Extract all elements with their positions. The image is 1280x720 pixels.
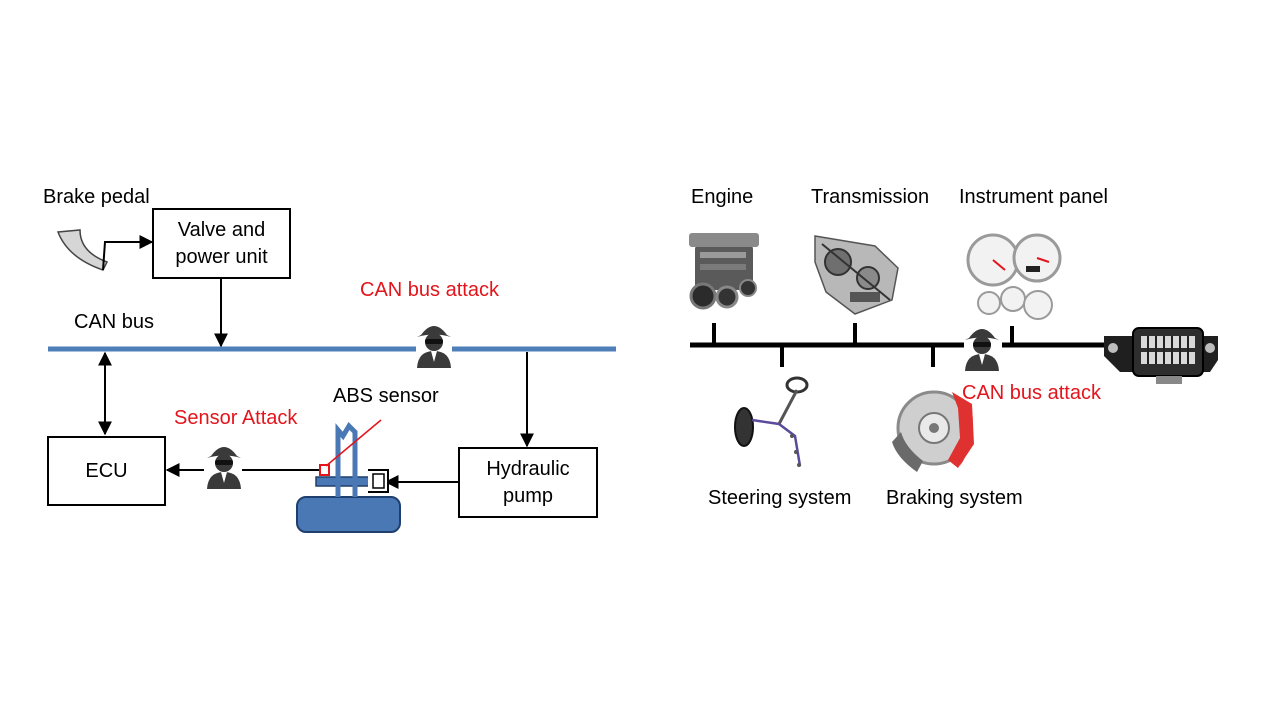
vehicle-bus: [690, 323, 1104, 367]
brake-pedal-icon: [56, 229, 154, 271]
can-bus-label: CAN bus: [74, 311, 155, 333]
steering-icon: [734, 376, 809, 467]
hydraulic-pump-line-1: Hydraulic: [486, 457, 570, 480]
abs-sensor-label: ABS sensor: [333, 385, 439, 407]
hydraulic-pump-line-2: pump: [502, 484, 553, 507]
can-bus-attack-label: CAN bus attack: [360, 279, 499, 301]
abs-sensor-assembly: [296, 419, 401, 533]
brake-pedal-label: Brake pedal: [43, 186, 150, 208]
steering-system-label: Steering system: [708, 487, 852, 509]
valve-unit-line-1: Valve and: [177, 218, 266, 241]
engine-icon: [689, 233, 759, 310]
instrument-panel-label: Instrument panel: [959, 186, 1108, 208]
brake-disc-icon: [892, 390, 974, 472]
ecu-label: ECU: [85, 459, 128, 482]
obd-connector-icon: [1104, 327, 1218, 384]
instrument-panel-icon: [966, 233, 1062, 320]
hydraulic-pump-box: Hydraulic pump: [458, 447, 598, 518]
valve-unit-line-2: power unit: [175, 245, 268, 268]
can-bus-attack-label-right: CAN bus attack: [962, 382, 1101, 404]
braking-system-label: Braking system: [886, 487, 1023, 509]
ecu-box: ECU: [47, 436, 166, 506]
sensor-attack-label: Sensor Attack: [174, 407, 298, 429]
transmission-icon: [814, 235, 899, 315]
valve-power-unit-box: Valve and power unit: [152, 208, 291, 279]
engine-label: Engine: [691, 186, 754, 208]
transmission-label: Transmission: [811, 186, 930, 208]
